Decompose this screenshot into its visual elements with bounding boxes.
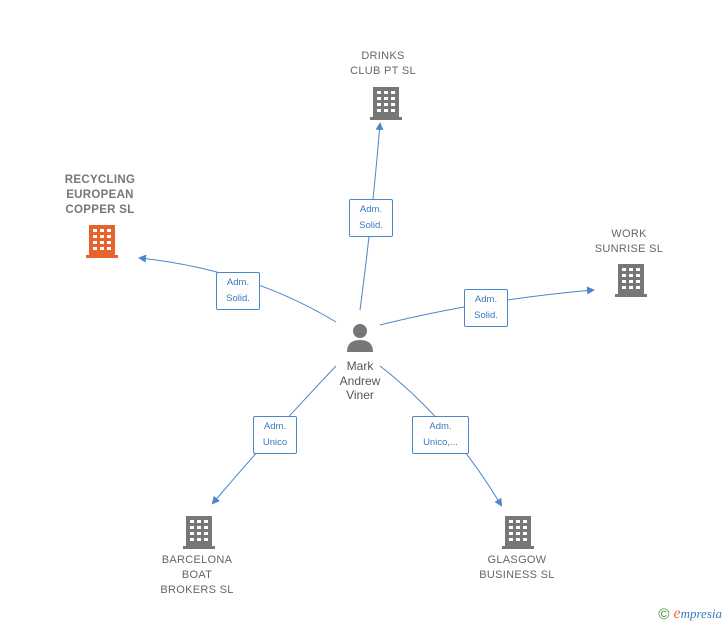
company-label-drinks[interactable]: DRINKS CLUB PT SL <box>350 50 416 77</box>
role-badge-barcelona[interactable]: Adm. Unico <box>253 416 297 454</box>
role-badge-drinks[interactable]: Adm. Solid. <box>349 199 393 237</box>
company-label-work[interactable]: WORK SUNRISE SL <box>594 228 664 255</box>
role-badge-work[interactable]: Adm. Solid. <box>464 289 508 327</box>
building-icon[interactable] <box>370 84 402 120</box>
person-label[interactable]: Mark Andrew Viner <box>339 359 381 402</box>
building-icon[interactable] <box>86 222 118 258</box>
company-label-recycling[interactable]: RECYCLING EUROPEAN COPPER SL <box>64 174 136 216</box>
copyright-icon: © <box>658 605 670 623</box>
brand-rest: mpresia <box>680 606 722 621</box>
footer-brand: © empresia <box>658 604 722 624</box>
person-icon[interactable] <box>345 322 375 352</box>
company-label-glasgow[interactable]: GLASGOW BUSINESS SL <box>479 554 555 581</box>
brand-logo[interactable]: empresia <box>673 605 722 623</box>
role-badge-recycling[interactable]: Adm. Solid. <box>216 272 260 310</box>
building-icon[interactable] <box>615 261 647 297</box>
company-label-barcelona[interactable]: BARCELONA BOAT BROKERS SL <box>160 554 234 596</box>
building-icon[interactable] <box>502 513 534 549</box>
building-icon[interactable] <box>183 513 215 549</box>
role-badge-glasgow[interactable]: Adm. Unico,... <box>412 416 469 454</box>
brand-first-letter: e <box>673 605 681 622</box>
